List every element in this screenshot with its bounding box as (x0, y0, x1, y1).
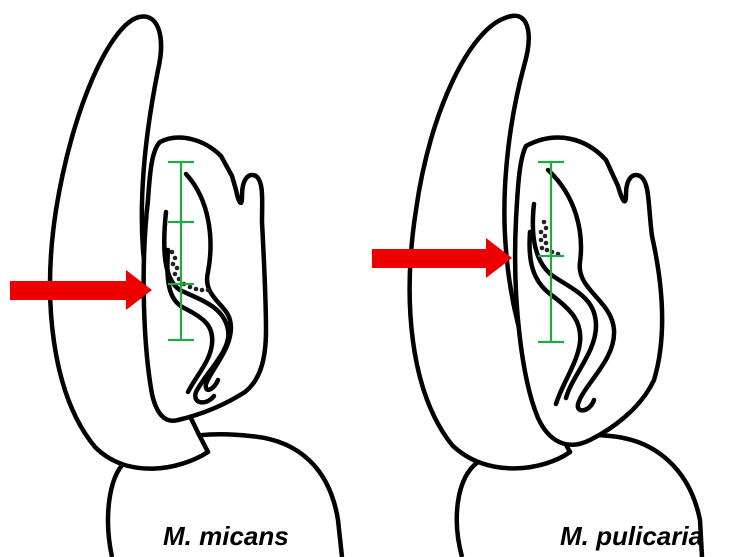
species-label-pulicaria: M. pulicaria (560, 521, 703, 551)
pore-dot (173, 256, 178, 261)
pore-dot (194, 287, 199, 292)
pore-dot (175, 266, 180, 271)
pore-dot (170, 250, 175, 255)
pore-dot (206, 288, 211, 293)
pore-dot (200, 288, 205, 293)
panel-pulicaria: M. pulicaria (372, 16, 703, 557)
pore-dot (545, 248, 550, 253)
pore-dot (543, 234, 548, 239)
pore-dot (539, 238, 544, 243)
pore-dot (540, 246, 545, 251)
pore-dot (171, 262, 176, 267)
pore-dot (188, 285, 193, 290)
pore-dot (544, 226, 549, 231)
pore-dot (542, 220, 547, 225)
pore-dot (539, 230, 544, 235)
panel-micans: M. micans (10, 17, 342, 557)
pore-dot (544, 241, 549, 246)
pore-dot (173, 272, 178, 277)
species-label-micans: M. micans (163, 521, 289, 551)
